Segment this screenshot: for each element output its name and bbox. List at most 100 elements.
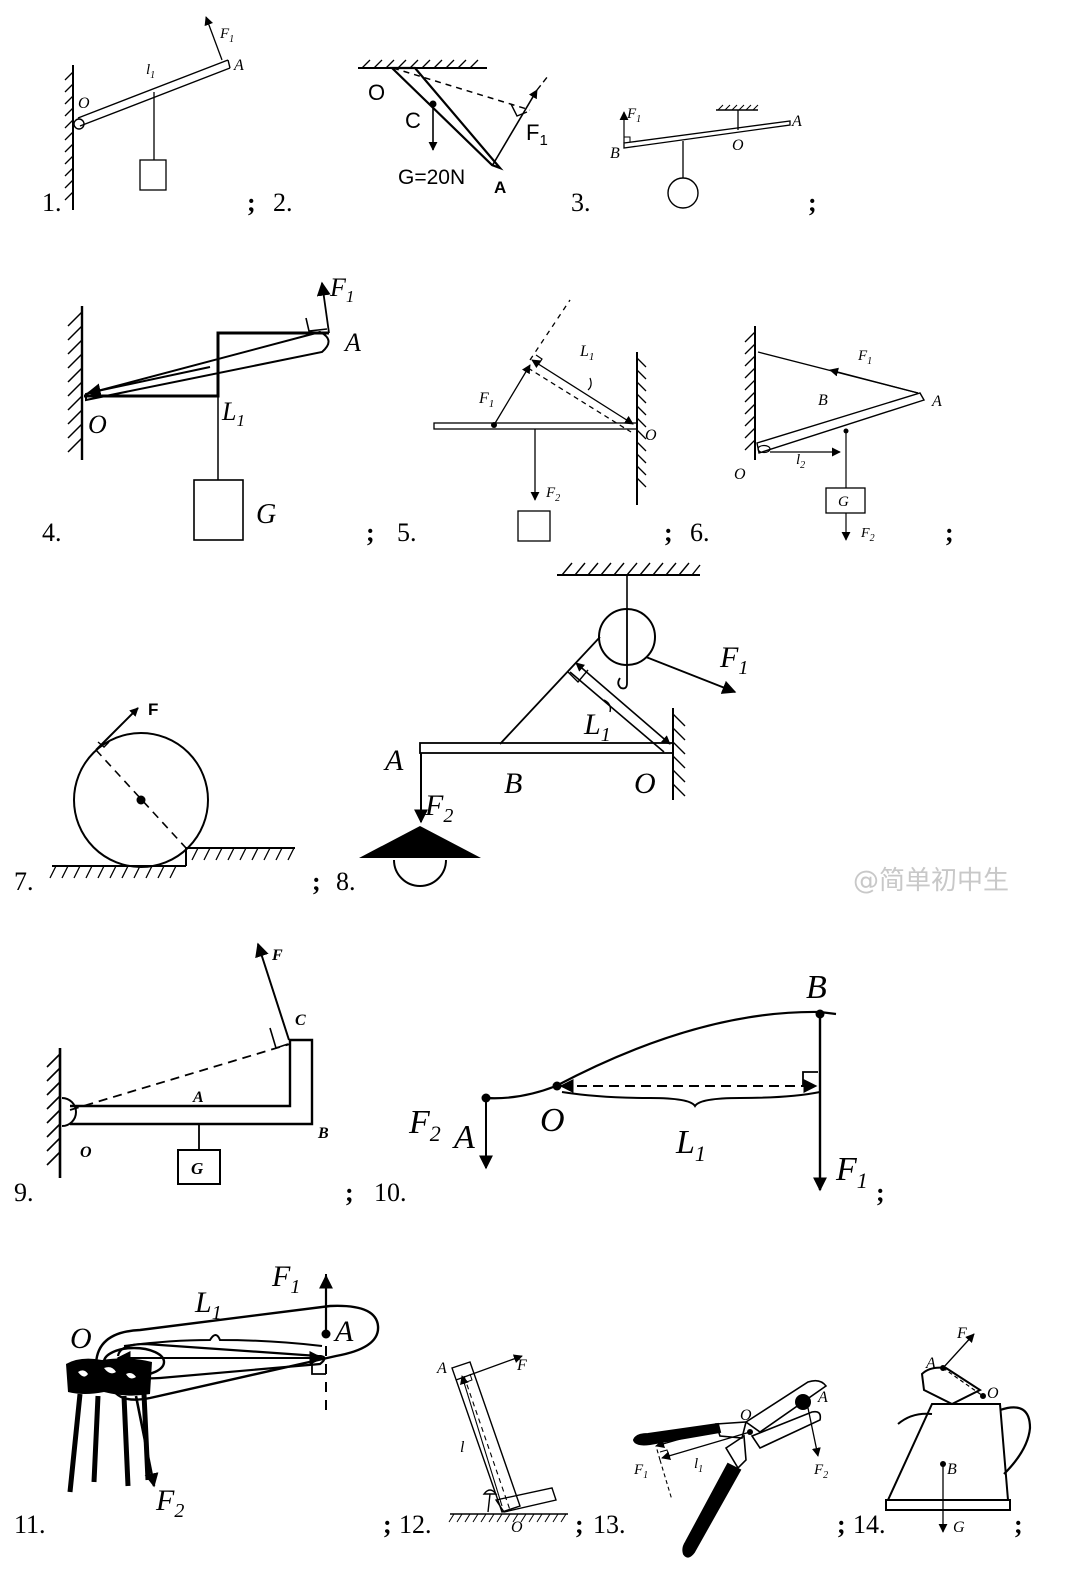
lever-bar [70,1038,314,1126]
label-f1: F1 [719,641,748,679]
wall [67,306,84,460]
separator: ; [876,1178,885,1207]
pivot [61,1097,77,1127]
wall [46,1048,62,1178]
hammer-handle [451,1361,521,1513]
problem-number: 8. [336,867,356,896]
rope-left [499,636,601,745]
right-angle [269,1027,289,1050]
label-f1: F1 [835,1151,868,1193]
label-o: O [634,767,656,800]
hammer-head [494,1487,557,1513]
lever-curve [485,1010,837,1100]
ceiling [358,59,487,69]
label-f2: F2 [424,789,453,827]
lever-bar [73,59,231,130]
label-a: A [436,1360,447,1377]
arm-line [84,331,329,398]
label-f1: F1 [857,348,872,367]
lamp-bulb [393,859,447,887]
label-f: F1 [626,106,641,125]
label-l: l1 [146,62,155,81]
blade-lower [750,1410,822,1450]
lever-bar [756,392,926,454]
label-l: L1 [675,1124,706,1166]
label-g: G [953,1519,965,1536]
arm-line [69,1043,291,1111]
handle-lower [682,1462,742,1558]
label-f: F [271,947,283,964]
label-a: A [817,1389,828,1406]
wheel [73,732,209,868]
wall [64,65,74,210]
pivot [552,1081,562,1091]
hanging-ball [667,177,699,209]
label-f: F [956,1325,967,1342]
label-b: B [818,392,828,409]
label-f2: F2 [545,485,560,504]
arm-line [942,1367,984,1397]
separator: ; [312,867,321,896]
step [185,847,295,866]
label-b: B [947,1461,957,1478]
stool-seat [66,1358,152,1396]
label-l: l1 [694,1456,703,1475]
label-o: O [540,1102,565,1139]
right-angle [802,1071,818,1086]
weight-block [139,159,167,191]
label-g: G [191,1159,204,1178]
problem-number: 14. [853,1510,886,1539]
problem-number: 5. [397,518,417,547]
separator: ; [345,1178,354,1207]
lever-bar [623,120,791,149]
label-a: A [233,57,244,74]
force-arrow [316,281,331,334]
label-g: G [256,499,276,530]
separator: ; [366,518,375,547]
ground-low [49,865,186,879]
label-f1: F1 [478,390,494,410]
label-o: O [734,466,746,483]
problem-11: O A L1 F1 F2 11. [14,1260,380,1539]
right-angle [97,741,110,748]
label-l: L1 [221,397,245,430]
label-f2: F2 [813,1462,828,1481]
label-g: G [838,494,849,510]
arm-line [463,1375,511,1511]
pivot [757,444,771,454]
label-o: O [645,427,657,444]
ceiling [716,104,759,130]
label-g: G=20N [398,166,465,189]
problem-1: O A l1 F1 1. [42,16,244,217]
label-a: A [931,393,942,410]
label-b: B [317,1125,329,1142]
label-f1: F1 [271,1260,300,1298]
problem-number: 11. [14,1510,46,1539]
label-o: O [732,137,744,154]
brace [561,1091,821,1108]
problem-number: 6. [690,518,710,547]
label-o: O [368,80,385,105]
label-a: A [452,1119,475,1156]
label-a: A [343,328,361,357]
right-angle [305,317,328,332]
force-arrow [95,707,139,751]
problem-13: O A F1 l1 F2 13. [593,1379,828,1558]
force-line [529,299,571,361]
force-arrow [493,364,531,426]
label-b: B [504,767,522,800]
force-arrow-f1 [655,1427,719,1449]
label-b: B [806,969,827,1006]
ground [448,1513,568,1523]
right-angle [311,1358,326,1375]
problem-number: 4. [42,518,62,547]
wall [672,708,686,800]
label-a: A [192,1089,204,1106]
lever-bar [433,422,638,430]
label-l: l2 [796,452,805,471]
lamp-shade [359,826,481,858]
label-f1: F1 [633,1462,648,1481]
force-arrow-f2 [807,1407,821,1457]
problem-14: F A O B G 14. [853,1325,1032,1539]
shears [632,1379,828,1558]
